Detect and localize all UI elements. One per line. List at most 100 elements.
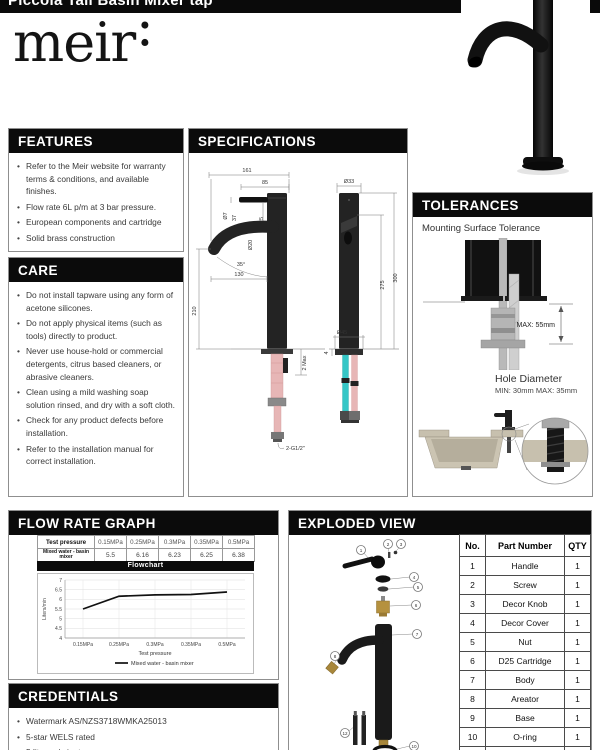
care-list: Do not install tapware using any form of… <box>15 289 177 468</box>
svg-text:1: 1 <box>360 548 363 553</box>
svg-text:6.5: 6.5 <box>55 587 62 593</box>
feature-item: Refer to the Meir website for warranty t… <box>15 160 177 198</box>
page-title-bar: Piccola Tall Basin Mixer tap <box>0 0 600 13</box>
svg-text:8: 8 <box>334 654 337 659</box>
svg-text:130: 130 <box>234 272 243 278</box>
svg-text:2: 2 <box>387 542 390 547</box>
hole-diameter-title: Hole Diameter <box>495 373 563 385</box>
svg-text:25: 25 <box>259 217 265 223</box>
credential-item: 5 litres p/minute <box>15 746 272 750</box>
hole-diameter-range: MIN: 30mm MAX: 35mm <box>495 386 578 395</box>
chart-xlabel: Test pressure <box>138 651 171 657</box>
credential-item: Watermark AS/NZS3718WMKA25013 <box>15 715 272 728</box>
svg-text:12: 12 <box>342 731 348 736</box>
features-list: Refer to the Meir website for warranty t… <box>15 160 177 251</box>
flowchart-bar: Flowchart <box>37 561 254 571</box>
svg-text:4: 4 <box>59 636 62 642</box>
spec-drawing-svg: 161 85 Ø7 37 25 Ø20 35° <box>192 168 399 452</box>
svg-text:10: 10 <box>411 744 417 749</box>
specifications-section: SPECIFICATIONS 161 85 Ø7 37 25 <box>188 128 408 497</box>
care-item: Refer to the installation manual for cor… <box>15 443 177 468</box>
care-item: Check for any product defects before ins… <box>15 414 177 439</box>
care-item: Never use house-hold or commercial deter… <box>15 345 177 383</box>
product-photo <box>461 0 590 187</box>
mounting-tolerance-diagram: MAX: 55mm <box>423 238 573 370</box>
callout-2: 2 <box>383 539 393 549</box>
tolerances-header: TOLERANCES <box>413 193 592 217</box>
feature-item: Flow rate 6L p/m at 3 bar pressure. <box>15 201 177 214</box>
svg-text:5: 5 <box>417 585 420 590</box>
svg-text:5.5: 5.5 <box>55 607 62 613</box>
svg-text:210: 210 <box>192 306 198 315</box>
test-pressure-label: Test pressure <box>37 535 95 549</box>
svg-text:4: 4 <box>413 575 416 580</box>
flow-rate-header: FLOW RATE GRAPH <box>9 511 278 535</box>
mounting-surface-tolerance-label: Mounting Surface Tolerance <box>422 223 541 234</box>
svg-text:161: 161 <box>242 168 251 174</box>
callout-10: 10 <box>409 741 419 750</box>
max-55mm-label: MAX: 55mm <box>516 322 555 329</box>
svg-text:4: 4 <box>324 351 330 354</box>
feature-item: European components and cartridge <box>15 216 177 229</box>
svg-text:300: 300 <box>393 273 399 282</box>
flow-rate-table: Test pressure 0.15MPa 0.25MPa 0.3MPa 0.3… <box>37 535 255 562</box>
flow-chart-svg: 4 4.5 5 5.5 6 6.5 7 0.15MPa 0.25MPa 0.3MPa 0.35MPa… <box>42 578 245 667</box>
svg-text:Ø33: Ø33 <box>344 179 354 185</box>
logo-colon-mark: : <box>135 0 154 58</box>
credential-item: 5-star WELS rated <box>15 731 272 744</box>
product-photo-svg <box>467 0 569 175</box>
svg-text:5: 5 <box>59 616 62 622</box>
care-section: CARE Do not install tapware using any fo… <box>8 257 184 497</box>
callout-12: 12 <box>340 728 350 738</box>
svg-text:2-G1/2": 2-G1/2" <box>286 446 305 452</box>
exploded-diagram-svg: 1 2 3 4 5 6 7 8 10 12 <box>325 539 423 750</box>
exploded-view-section: EXPLODED VIEW <box>288 510 592 750</box>
chart-ylabel: Liters/min <box>42 598 48 620</box>
svg-text:0.25MPa: 0.25MPa <box>109 642 129 648</box>
callout-4: 4 <box>409 572 419 582</box>
hole-diameter-diagram <box>418 410 589 485</box>
brand-logo: meir: <box>13 0 154 70</box>
page-title: Piccola Tall Basin Mixer tap <box>8 0 213 9</box>
svg-text:37: 37 <box>232 215 238 221</box>
svg-text:4.5: 4.5 <box>55 626 62 632</box>
svg-text:7: 7 <box>416 632 419 637</box>
credentials-section: CREDENTIALS Watermark AS/NZS3718WMKA2501… <box>8 683 279 750</box>
credentials-header: CREDENTIALS <box>9 684 278 708</box>
svg-text:85: 85 <box>262 180 268 186</box>
care-item: Do not install tapware using any form of… <box>15 289 177 314</box>
features-section: FEATURES Refer to the Meir website for w… <box>8 128 184 252</box>
callout-6: 6 <box>411 600 421 610</box>
credentials-list: Watermark AS/NZS3718WMKA25013 5-star WEL… <box>15 715 272 750</box>
svg-text:6: 6 <box>59 597 62 603</box>
flow-chart: 4 4.5 5 5.5 6 6.5 7 0.15MPa 0.25MPa 0.3MPa 0.35MPa… <box>37 573 254 674</box>
table-row: 11Mounting Fitting1 <box>459 746 591 750</box>
feature-item: Solid brass construction <box>15 232 177 245</box>
svg-text:7: 7 <box>59 578 62 584</box>
tolerances-section: TOLERANCES Mounting Surface Tolerance <box>412 192 593 497</box>
spec-side-view: Ø33 300 275 Ø45 4 <box>324 179 399 423</box>
svg-text:0.15MPa: 0.15MPa <box>73 642 93 648</box>
specifications-header: SPECIFICATIONS <box>189 129 407 153</box>
callout-1: 1 <box>356 545 366 555</box>
features-header: FEATURES <box>9 129 183 153</box>
svg-text:275: 275 <box>380 280 386 289</box>
callout-7: 7 <box>412 629 422 639</box>
flow-line-series <box>82 591 228 610</box>
callout-5: 5 <box>413 582 423 592</box>
chart-legend-label: Mixed water - basin mixer <box>131 661 194 667</box>
svg-text:Ø45: Ø45 <box>337 330 347 336</box>
svg-text:Ø20: Ø20 <box>248 240 254 250</box>
care-item: Clean using a mild washing soap solution… <box>15 386 177 411</box>
svg-text:Ø7: Ø7 <box>223 212 229 219</box>
svg-text:0.3MPa: 0.3MPa <box>146 642 163 648</box>
svg-text:0.35MPa: 0.35MPa <box>181 642 201 648</box>
